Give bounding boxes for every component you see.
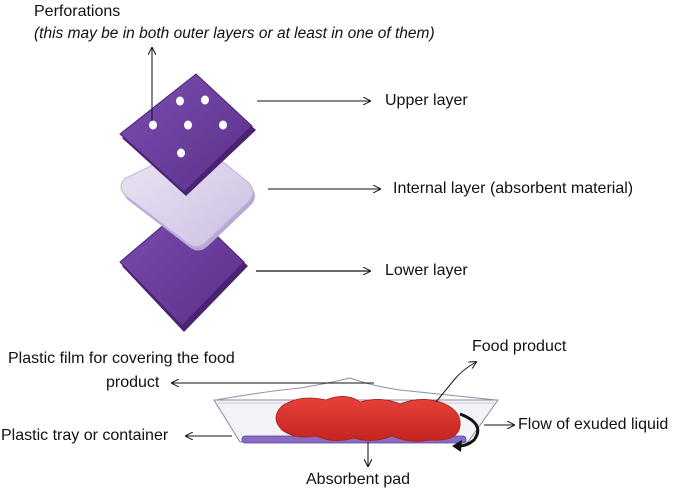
lower-layer-label: Lower layer [385, 262, 468, 279]
perforations-label: Perforations [34, 3, 121, 20]
plastic-film-label-line2: product [106, 374, 160, 391]
flow-curve-arrow [455, 412, 480, 448]
perforation-holes [149, 95, 227, 158]
internal-layer-shape [120, 144, 255, 251]
food-product-shape [275, 396, 461, 442]
food-product-label: Food product [472, 338, 567, 355]
upper-layer-label: Upper layer [385, 92, 468, 109]
perforations-note: (this may be in both outer layers or at … [34, 25, 435, 42]
internal-layer-label: Internal layer (absorbent material) [393, 180, 634, 197]
plastic-tray-label: Plastic tray or container [1, 427, 169, 444]
upper-layer-shape [119, 73, 256, 196]
flow-label: Flow of exuded liquid [518, 416, 669, 433]
plastic-film-label-line1: Plastic film for covering the food [8, 350, 235, 367]
plastic-film-shape [215, 377, 497, 401]
absorbent-pad-label: Absorbent pad [306, 471, 411, 488]
food-product-arrow [435, 362, 476, 403]
flow-curve-arrowhead [452, 440, 462, 452]
